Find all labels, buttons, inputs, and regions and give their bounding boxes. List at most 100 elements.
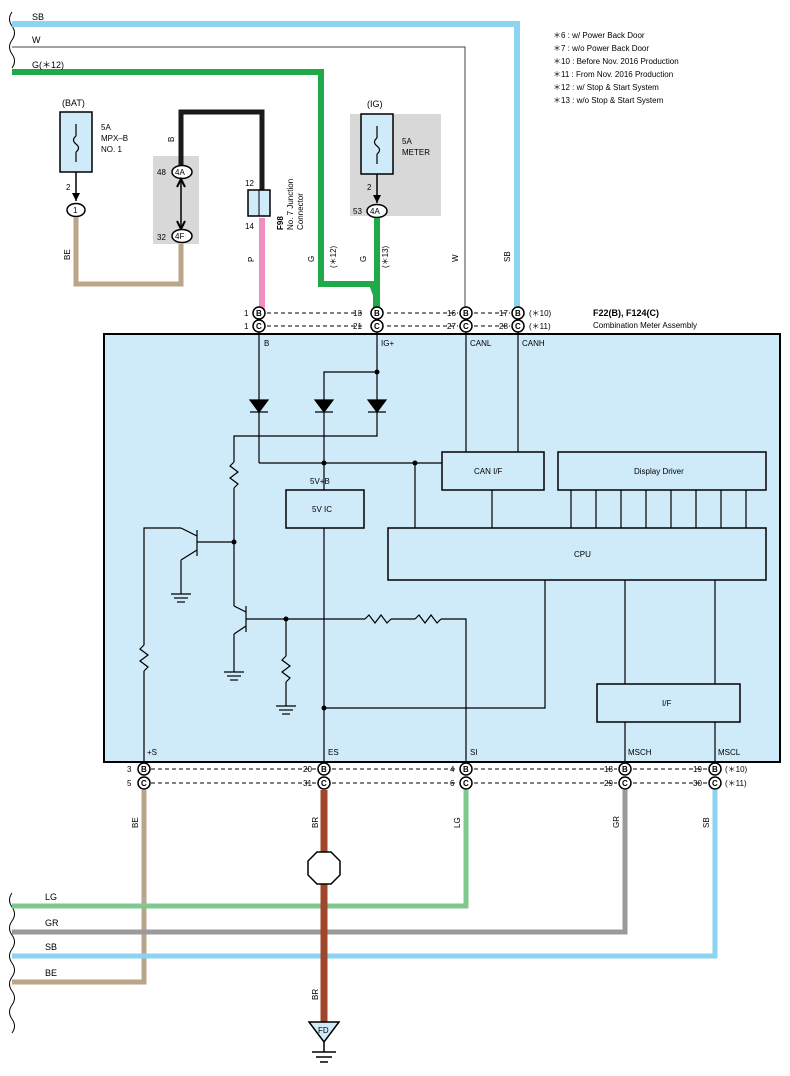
wire-label-w-mid: W (451, 254, 460, 262)
f98-pin-bottom: 14 (245, 222, 254, 231)
left-label-sb: SB (45, 942, 57, 952)
top-c-pin-3: 27 (447, 322, 456, 331)
term-ig: IG+ (381, 339, 394, 348)
conn-b-letter: B (515, 309, 521, 318)
f98-name1: No. 7 Junction (286, 179, 295, 230)
conn-c-letter: C (256, 322, 262, 331)
bottom-c-pin-2: 31 (303, 779, 312, 788)
ig-conn (366, 203, 388, 219)
wire-label-g12: G (307, 256, 316, 262)
conn-b-letter: B (256, 309, 262, 318)
conn-b-letter: B (321, 765, 327, 774)
top-note-c: (＊11) (529, 322, 551, 331)
note-7: ＊7 : w/o Power Back Door (553, 44, 649, 53)
note-6: ＊6 : w/ Power Back Door (553, 31, 645, 40)
ig-header: (IG) (367, 99, 383, 109)
bottom-b-pin-1: 3 (127, 765, 132, 774)
wire-sb-bottom (12, 790, 718, 959)
conn-c-letter: C (141, 779, 147, 788)
term-s: +S (147, 748, 157, 757)
wire-note-g13: (＊13) (381, 245, 390, 268)
top-b-pin-2: 13 (353, 309, 362, 318)
note-10: ＊10 : Before Nov. 2016 Production (553, 57, 679, 66)
jb-pin-b: 32 (157, 233, 166, 242)
bat-header: (BAT) (62, 98, 85, 108)
pin-circle (137, 762, 722, 790)
ig-pin-top: 2 (367, 183, 372, 192)
bat-fuse-box (59, 111, 93, 173)
fivev-ic-block (285, 489, 365, 529)
bottom-b-pin-4: 18 (604, 765, 613, 774)
bottom-connectors: 3 5 20 31 4 6 18 29 19 30 (＊10) (＊11) B … (127, 762, 748, 790)
term-canl: CANL (470, 339, 492, 348)
bottom-c-pin-3: 6 (450, 779, 455, 788)
fuse-icon (72, 124, 80, 162)
top-connectors: 1 1 13 21 16 27 17 28 (＊10) (＊11) B C B … (244, 306, 552, 333)
bat-pin-1 (66, 202, 86, 218)
top-c-pin-2: 21 (353, 322, 362, 331)
conn-c-letter: C (463, 779, 469, 788)
note-13: ＊13 : w/o Stop & Start System (553, 96, 664, 105)
fivev-ic-label: 5V IC (312, 505, 332, 514)
wire-label-lg-bottom: LG (453, 817, 462, 828)
wire-b-black (178, 109, 265, 190)
wire-be-bottom (12, 790, 147, 985)
bottom-c-pin-5: 30 (693, 779, 702, 788)
wire-label-be-bottom: BE (131, 817, 140, 828)
ig-fuse-rating: 5A (402, 137, 412, 146)
bat-pin-bottom: 1 (73, 206, 78, 215)
conn-b-letter: B (712, 765, 718, 774)
bottom-c-pin-4: 29 (604, 779, 613, 788)
bottom-b-pin-5: 19 (693, 765, 702, 774)
wire-label-w-top: W (32, 35, 41, 45)
wire-label-sb-mid: SB (503, 251, 512, 262)
notes-block: ＊6 : w/ Power Back Door ＊7 : w/o Power B… (553, 31, 679, 105)
jb-conn-b-label: 4F (175, 232, 184, 241)
wire-label-g13: G (359, 256, 368, 262)
f98-pin-top: 12 (245, 179, 254, 188)
meter-title-1: F22(B), F124(C) (593, 308, 659, 318)
top-b-pin-1: 1 (244, 309, 249, 318)
can-if-label: CAN I/F (474, 467, 503, 476)
cpu-label: CPU (574, 550, 591, 559)
wire-be-bat (73, 217, 184, 287)
pin-circle (252, 306, 525, 333)
bat-fuse-block: (BAT) 5A MPX–B NO. 1 2 1 (59, 98, 128, 218)
wire-gr-bottom (12, 790, 628, 935)
ig-fuse-box (360, 113, 394, 175)
ig-fuse-name: METER (402, 148, 430, 157)
conn-c-letter: C (515, 322, 521, 331)
conn-b-letter: B (374, 309, 380, 318)
display-driver-label: Display Driver (634, 467, 684, 476)
wire-label-g12-top: G(＊12) (32, 60, 64, 70)
diode-icon (248, 399, 388, 413)
left-break-marks (9, 11, 15, 1034)
top-c-pin-1: 1 (244, 322, 249, 331)
conn-b-letter: B (463, 309, 469, 318)
if-block (596, 683, 741, 723)
bat-pin-top: 2 (66, 183, 71, 192)
wire-note-g12: (＊12) (329, 245, 338, 268)
f98-id: F98 (276, 216, 285, 230)
term-mscl: MSCL (718, 748, 741, 757)
meter-title-2: Combination Meter Assembly (593, 321, 697, 330)
jb-conn-b (171, 228, 193, 244)
note-12: ＊12 : w/ Stop & Start System (553, 83, 659, 92)
ig-pin: 53 (353, 207, 362, 216)
wire-label-sb-bottom: SB (702, 817, 711, 828)
wire-lg-bottom (12, 790, 469, 909)
jb-conn-a (171, 164, 193, 180)
conn-c-letter: C (374, 322, 380, 331)
conn-b-letter: B (622, 765, 628, 774)
jb-pin-a: 48 (157, 168, 166, 177)
conn-c-letter: C (321, 779, 327, 788)
term-si: SI (470, 748, 478, 757)
wire-w-top-inner (12, 50, 462, 313)
left-label-gr: GR (45, 918, 59, 928)
conn-b-letter: B (141, 765, 147, 774)
top-c-pin-4: 28 (499, 322, 508, 331)
junction-dots (231, 369, 418, 711)
bottom-wires (12, 790, 718, 1024)
conn-c-letter: C (712, 779, 718, 788)
